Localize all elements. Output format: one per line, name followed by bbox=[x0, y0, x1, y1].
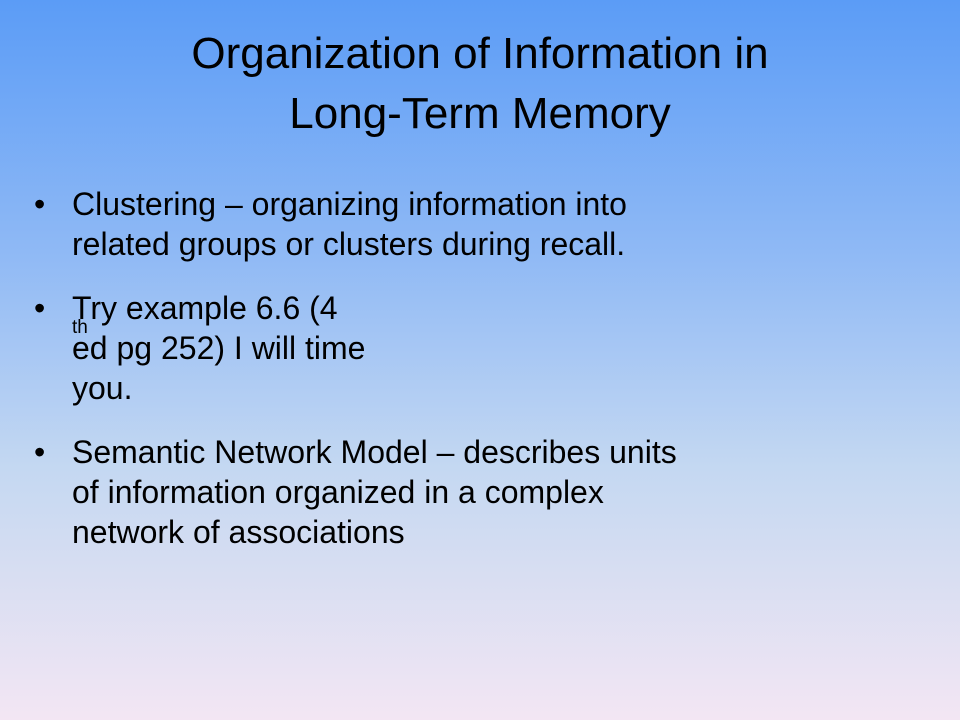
bullet-line: related groups or clusters during recall… bbox=[72, 226, 626, 262]
bullet-line: you. bbox=[72, 370, 133, 406]
bullet-icon: • bbox=[34, 186, 46, 222]
bullet-line-segment: ed pg 252) I will time bbox=[72, 330, 366, 366]
bullet-text: Clustering – organizing information into… bbox=[72, 184, 910, 264]
slide-title: Organization of Information in Long-Term… bbox=[40, 24, 920, 144]
bullet-list: • Clustering – organizing information in… bbox=[30, 184, 910, 576]
title-line-1: Organization of Information in bbox=[191, 29, 769, 78]
bullet-icon: • bbox=[34, 434, 46, 470]
bullet-line-segment: Try example 6.6 (4 bbox=[72, 290, 338, 326]
bullet-icon: • bbox=[34, 290, 46, 326]
title-line-2: Long-Term Memory bbox=[289, 89, 671, 138]
bullet-line: Clustering – organizing information into bbox=[72, 186, 627, 222]
bullet-item-clustering: • Clustering – organizing information in… bbox=[30, 184, 910, 264]
bullet-line: network of associations bbox=[72, 514, 405, 550]
bullet-item-semantic-network: • Semantic Network Model – describes uni… bbox=[30, 432, 910, 552]
bullet-line: Semantic Network Model – describes units bbox=[72, 434, 677, 470]
bullet-text: Semantic Network Model – describes units… bbox=[72, 432, 910, 552]
bullet-line: of information organized in a complex bbox=[72, 474, 604, 510]
